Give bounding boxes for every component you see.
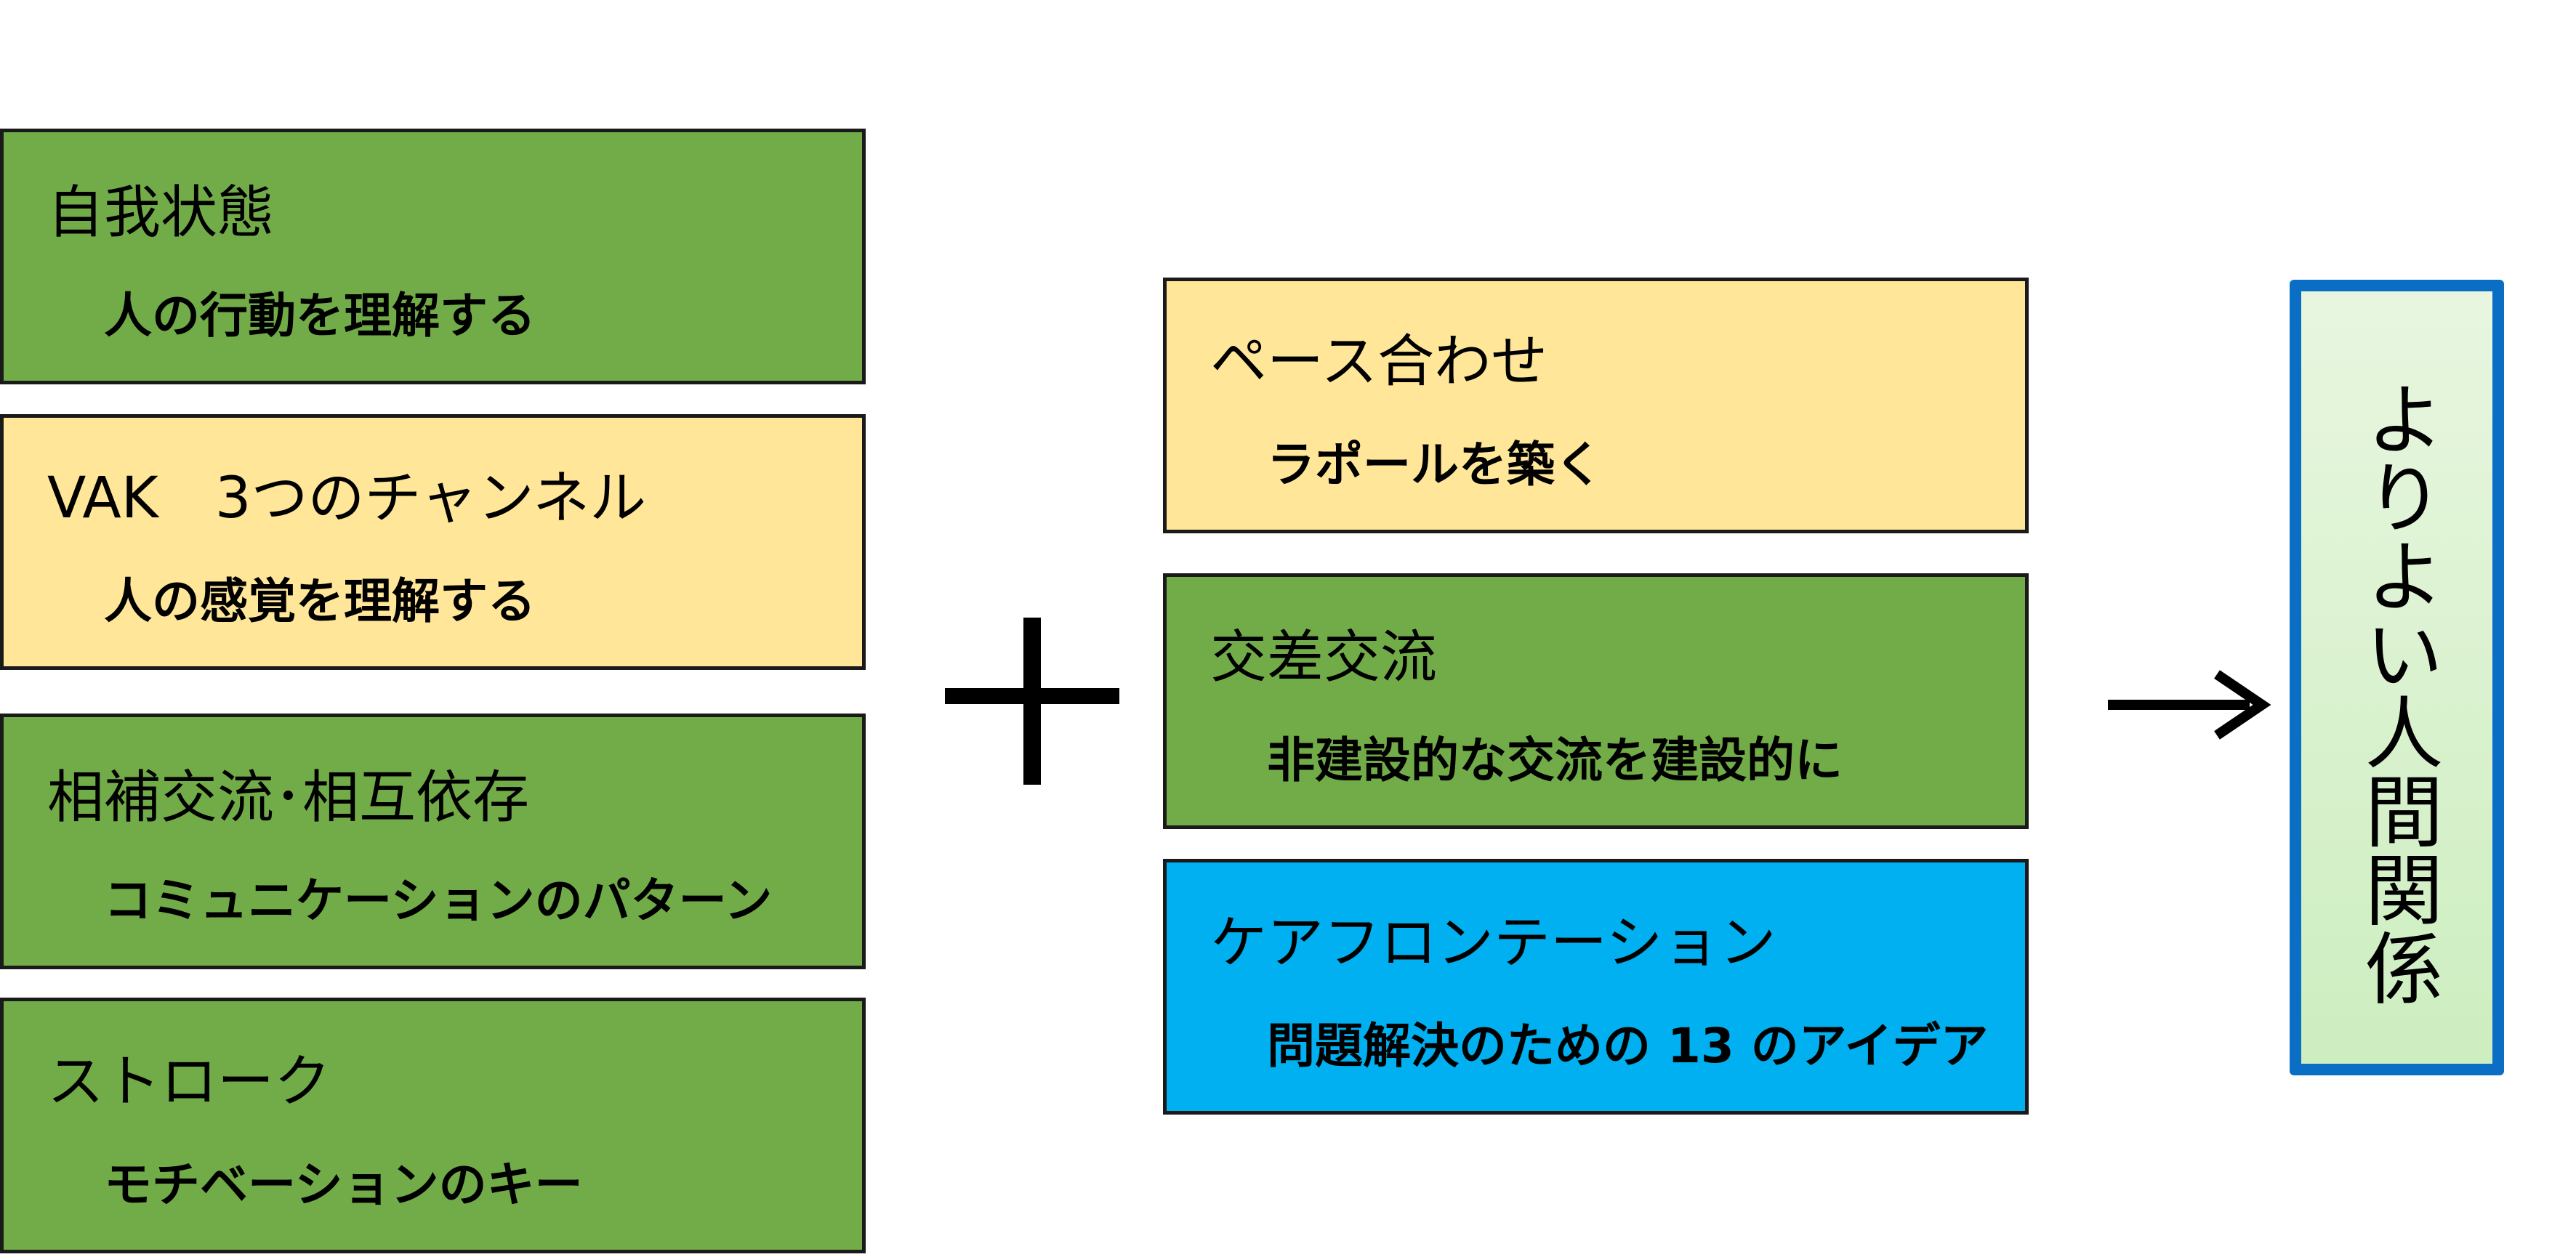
box-subtitle: 問題解決のための 13 のアイデア <box>1267 1018 1989 1074</box>
box-title: 自我状態 <box>47 180 275 246</box>
box-title: VAK 3つのチャンネル <box>47 466 647 531</box>
box-title: 交差交流 <box>1210 625 1438 690</box>
box-title: 相補交流･相互依存 <box>47 765 530 830</box>
box-ego-states: 自我状態 人の行動を理解する <box>0 129 866 384</box>
box-subtitle: ラポールを築く <box>1267 437 1603 493</box>
box-crossed-transactions: 交差交流 非建設的な交流を建設的に <box>1163 573 2029 829</box>
box-subtitle: コミュニケーションのパターン <box>104 873 773 929</box>
box-subtitle: モチベーションのキー <box>104 1157 583 1213</box>
box-vak-channels: VAK 3つのチャンネル 人の感覚を理解する <box>0 414 866 670</box>
result-box: よりよい人間関係 <box>2290 280 2504 1075</box>
box-strokes: ストローク モチベーションのキー <box>0 998 866 1253</box>
result-label: よりよい人間関係 <box>2351 379 2443 1006</box>
box-title: ケアフロンテーション <box>1210 910 1776 976</box>
box-complementary-transactions: 相補交流･相互依存 コミュニケーションのパターン <box>0 714 866 969</box>
box-pacing: ペース合わせ ラポールを築く <box>1163 278 2029 533</box>
box-subtitle: 人の行動を理解する <box>104 288 536 344</box>
box-title: ペース合わせ <box>1210 329 1548 395</box>
box-subtitle: 非建設的な交流を建設的に <box>1267 732 1843 788</box>
plus-icon <box>945 618 1119 785</box>
box-carefrontation: ケアフロンテーション 問題解決のための 13 のアイデア <box>1163 859 2029 1115</box>
arrow-right-icon <box>2108 670 2271 740</box>
box-title: ストローク <box>47 1049 331 1115</box>
box-subtitle: 人の感覚を理解する <box>104 573 536 629</box>
